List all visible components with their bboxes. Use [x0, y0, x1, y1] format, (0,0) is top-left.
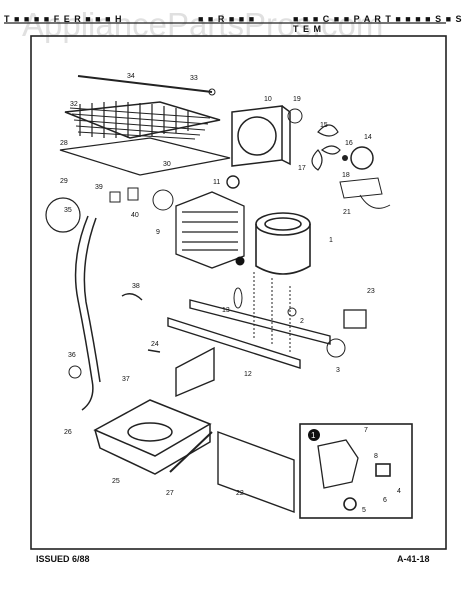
callout-27: 27: [166, 490, 174, 497]
callout-11: 11: [213, 179, 220, 186]
fan-shroud: [231, 105, 291, 167]
callout-39: 39: [95, 184, 103, 191]
callout-22: 22: [236, 490, 244, 497]
callout-29: 29: [60, 178, 68, 185]
coil-assembly: [175, 191, 245, 269]
callout-37: 37: [122, 376, 130, 383]
callout-32: 32: [70, 101, 78, 108]
callout-6: 6: [383, 497, 387, 504]
callout-40: 40: [131, 212, 139, 219]
callout-18: 18: [342, 172, 350, 179]
callout-28: 28: [60, 140, 68, 147]
compressor: [255, 212, 311, 275]
callout-24: 24: [151, 341, 159, 348]
base-rails: [167, 299, 331, 398]
callout-30: 30: [163, 161, 171, 168]
callout-13: 13: [222, 307, 230, 314]
callout-34: 34: [127, 73, 135, 80]
condenser-coil: [64, 101, 221, 140]
callout-8: 8: [374, 453, 378, 460]
callout-33: 33: [190, 75, 198, 82]
callout-5: 5: [362, 507, 366, 514]
callout-10: 10: [264, 96, 272, 103]
header-left: T ■ ■ ■ ■ F E R ■ ■ ■ H: [4, 14, 123, 24]
svg-text:1: 1: [311, 431, 316, 440]
callout-1: 1: [329, 237, 333, 244]
callout-17: 17: [298, 165, 306, 172]
drain-pan: [93, 399, 212, 475]
callout-14: 14: [364, 134, 372, 141]
callout-25: 25: [112, 478, 120, 485]
page-reference: A-41-18: [397, 554, 430, 564]
callout-21: 21: [343, 209, 351, 216]
watermark: AppliancePartsPros.com: [22, 6, 384, 43]
callout-9: 9: [156, 229, 160, 236]
issued-date: ISSUED 6/88: [36, 554, 90, 564]
header-right: ■ ■ ■ C ■ ■ P A R T ■ ■ ■ ■ S ■ S T E M: [293, 14, 463, 34]
header-center: ■ ■ R ■ ■ ■: [198, 14, 256, 24]
callout-2: 2: [300, 318, 304, 325]
callout-7: 7: [364, 427, 368, 434]
fan-blade: [311, 124, 341, 171]
callout-35: 35: [64, 207, 72, 214]
callout-38: 38: [132, 283, 140, 290]
callout-19: 19: [293, 96, 301, 103]
callout-16: 16: [345, 140, 353, 147]
callout-4: 4: [397, 488, 401, 495]
callout-36: 36: [68, 352, 76, 359]
callout-26: 26: [64, 429, 72, 436]
callout-12: 12: [244, 371, 252, 378]
callout-15: 15: [320, 122, 328, 129]
callout-23: 23: [367, 288, 375, 295]
inset-detail: [299, 423, 413, 519]
callout-3: 3: [336, 367, 340, 374]
